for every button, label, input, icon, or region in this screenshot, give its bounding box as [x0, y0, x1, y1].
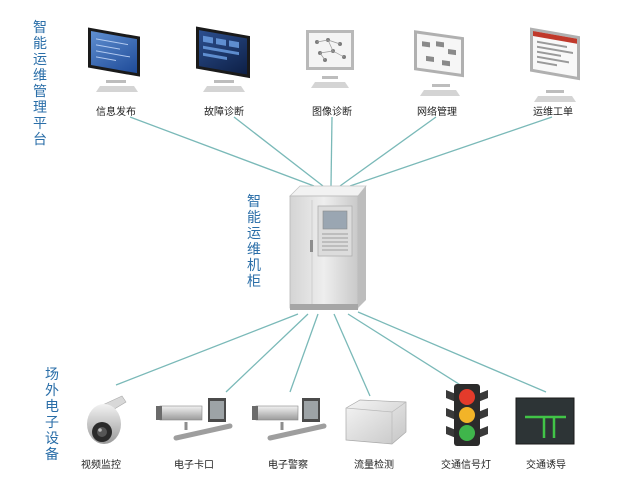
connector-network-management [339, 116, 437, 187]
device-video-monitoring [87, 395, 127, 444]
monitor-image-diagnosis [306, 30, 354, 88]
caption-work-order: 运维工单 [533, 107, 573, 118]
caption-image-diagnosis: 图像诊断 [312, 107, 352, 118]
cabinet-label: 智能运维机柜 [247, 194, 261, 290]
device-traffic-detection [345, 399, 407, 445]
device-traffic-light [446, 384, 488, 446]
connector-traffic-detection [333, 313, 371, 397]
connector-fault-diagnosis [233, 116, 324, 187]
platform-group-label: 智能运维管理平台 [33, 20, 47, 148]
caption-info-publish: 信息发布 [96, 107, 136, 118]
caption-checkpoint: 电子卡口 [174, 460, 214, 471]
connector-traffic-light [347, 313, 463, 387]
device-checkpoint [156, 398, 233, 441]
caption-video-monitoring: 视频监控 [81, 460, 121, 471]
monitor-work-order [530, 27, 580, 102]
connector-traffic-guidance [357, 311, 547, 393]
monitor-fault-diagnosis [196, 26, 250, 92]
caption-traffic-detection: 流量检测 [354, 460, 394, 471]
caption-traffic-light: 交通信号灯 [441, 460, 491, 471]
connector-work-order [349, 116, 553, 187]
device-connectors [115, 311, 547, 397]
connector-video-monitoring [115, 313, 299, 386]
platform-connectors [129, 116, 553, 187]
smart-cabinet [289, 185, 367, 310]
monitor-network-management [414, 30, 464, 96]
caption-network-management: 网络管理 [417, 107, 457, 118]
caption-fault-diagnosis: 故障诊断 [204, 107, 244, 118]
monitor-info-publish [88, 27, 140, 92]
caption-e-police: 电子警察 [268, 460, 308, 471]
device-e-police [252, 398, 327, 441]
connector-image-diagnosis [330, 116, 333, 187]
connector-info-publish [129, 116, 315, 187]
device-traffic-guidance [515, 397, 575, 445]
connector-checkpoint [225, 313, 309, 393]
field-devices-group-label: 场外电子设备 [45, 367, 59, 463]
connector-e-police [289, 313, 319, 393]
caption-traffic-guidance: 交通诱导 [526, 460, 566, 471]
